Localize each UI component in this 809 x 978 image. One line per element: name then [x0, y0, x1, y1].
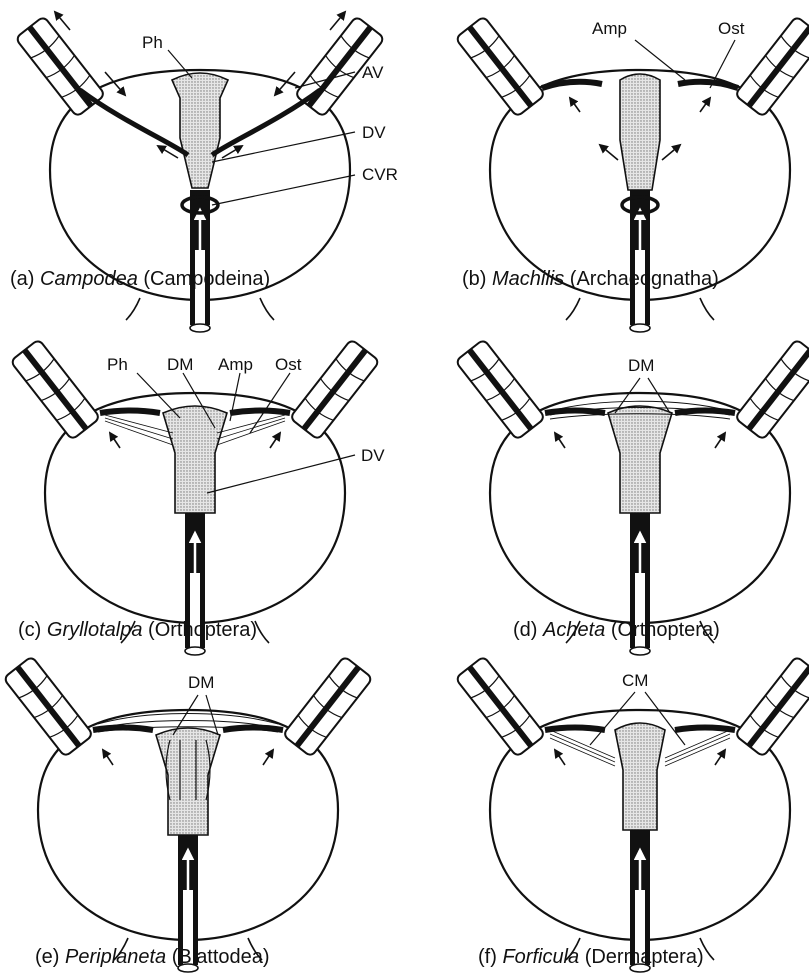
caption-c-group: (Orthoptera) — [143, 619, 257, 641]
caption-d-genus: Acheta — [542, 619, 605, 641]
caption-c: (c) Gryllotalpa (Orthoptera) — [18, 619, 257, 641]
label-ph-c: Ph — [107, 355, 128, 374]
label-dm-d: DM — [628, 356, 654, 375]
panel-b: Amp Ost (b) Machilis (Archaeognatha) — [455, 16, 809, 332]
label-dv-c: DV — [361, 446, 385, 465]
caption-b-group: (Archaeognatha) — [564, 268, 719, 290]
label-ost: Ost — [718, 19, 745, 38]
panel-f: CM (f) Forficula (Dermaptera) — [455, 656, 809, 972]
caption-e-group: (Blattodea) — [166, 946, 269, 968]
caption-c-prefix: (c) — [18, 619, 47, 641]
caption-e: (e) Periplaneta (Blattodea) — [35, 946, 270, 968]
label-av: AV — [362, 63, 384, 82]
caption-a-genus: Campodea — [40, 268, 138, 290]
label-dm-c: DM — [167, 355, 193, 374]
label-dm-e: DM — [188, 673, 214, 692]
caption-d-prefix: (d) — [513, 619, 543, 641]
caption-d: (d) Acheta (Orthoptera) — [513, 619, 720, 641]
panel-c: Ph DM Amp Ost DV (c) Gryllotalpa (Orthop… — [10, 339, 385, 655]
caption-f-genus: Forficula — [502, 946, 579, 968]
label-cm-f: CM — [622, 671, 648, 690]
caption-c-genus: Gryllotalpa — [47, 619, 143, 641]
panel-a: Ph AV DV CVR (a) Campodea (Campodeina) — [10, 12, 398, 332]
panel-e: DM (e) Periplaneta (Blattodea) — [3, 656, 372, 972]
label-cvr: CVR — [362, 165, 398, 184]
caption-b-genus: Machilis — [492, 268, 564, 290]
caption-b-prefix: (b) — [462, 268, 492, 290]
caption-f: (f) Forficula (Dermaptera) — [478, 946, 704, 968]
caption-f-prefix: (f) — [478, 946, 502, 968]
label-dv: DV — [362, 123, 386, 142]
caption-a-prefix: (a) — [10, 268, 40, 290]
label-ph: Ph — [142, 33, 163, 52]
label-amp: Amp — [592, 19, 627, 38]
label-ost-c: Ost — [275, 355, 302, 374]
caption-d-group: (Orthoptera) — [605, 619, 719, 641]
caption-b: (b) Machilis (Archaeognatha) — [462, 268, 719, 290]
caption-e-genus: Periplaneta — [65, 946, 166, 968]
panel-d: DM (d) Acheta (Orthoptera) — [455, 339, 809, 655]
label-amp-c: Amp — [218, 355, 253, 374]
caption-a: (a) Campodea (Campodeina) — [10, 268, 270, 290]
caption-e-prefix: (e) — [35, 946, 65, 968]
caption-f-group: (Dermaptera) — [579, 946, 703, 968]
caption-a-group: (Campodeina) — [138, 268, 270, 290]
